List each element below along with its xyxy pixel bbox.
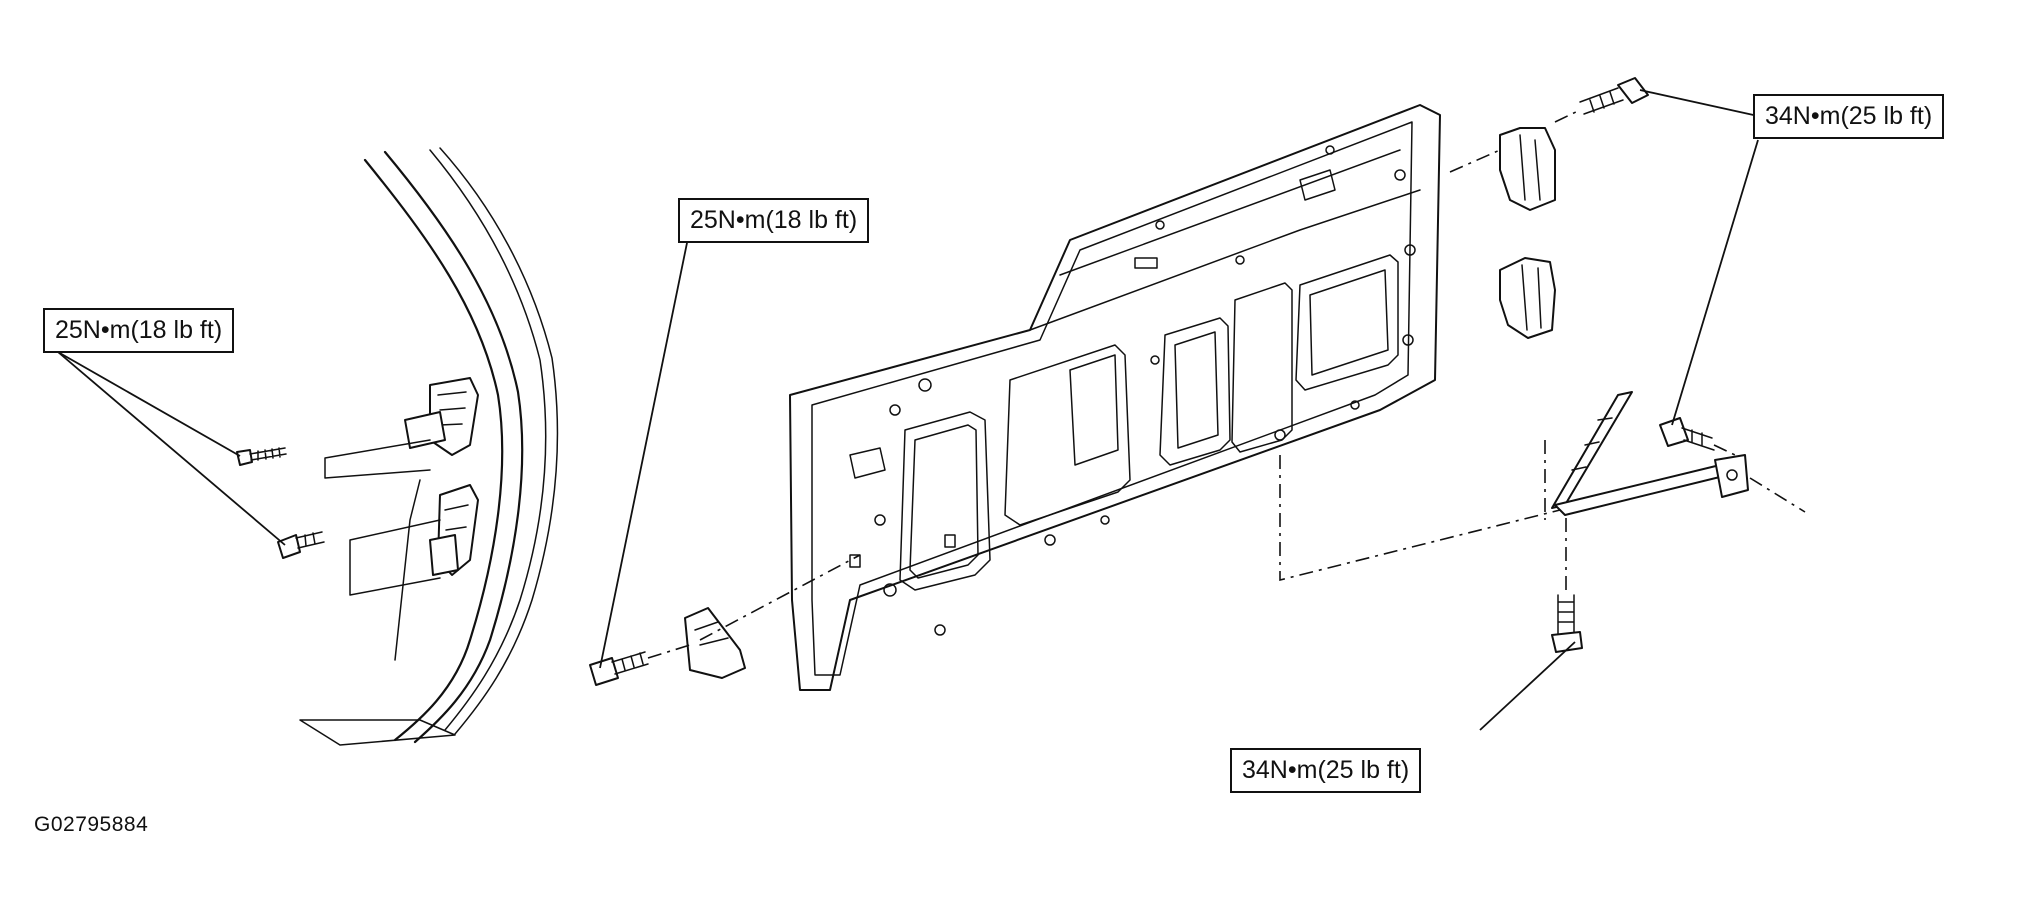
- door-panel: [789, 104, 1441, 691]
- vehicle-body-side: [236, 147, 559, 746]
- body-hinge-torque-callout: 25N•m(18 lb ft): [43, 308, 235, 353]
- figure-id: G02795884: [34, 813, 149, 836]
- striker-bracket: [589, 554, 861, 686]
- leader-lines: [57, 89, 1759, 731]
- door-support-arm: [1279, 391, 1806, 653]
- door-hinges: [1449, 77, 1649, 339]
- upper-hinge-torque-callout: 34N•m(25 lb ft): [1753, 94, 1945, 139]
- lower-support-torque-callout: 34N•m(25 lb ft): [1230, 748, 1422, 793]
- panel-bolt-torque-callout: 25N•m(18 lb ft): [678, 198, 870, 243]
